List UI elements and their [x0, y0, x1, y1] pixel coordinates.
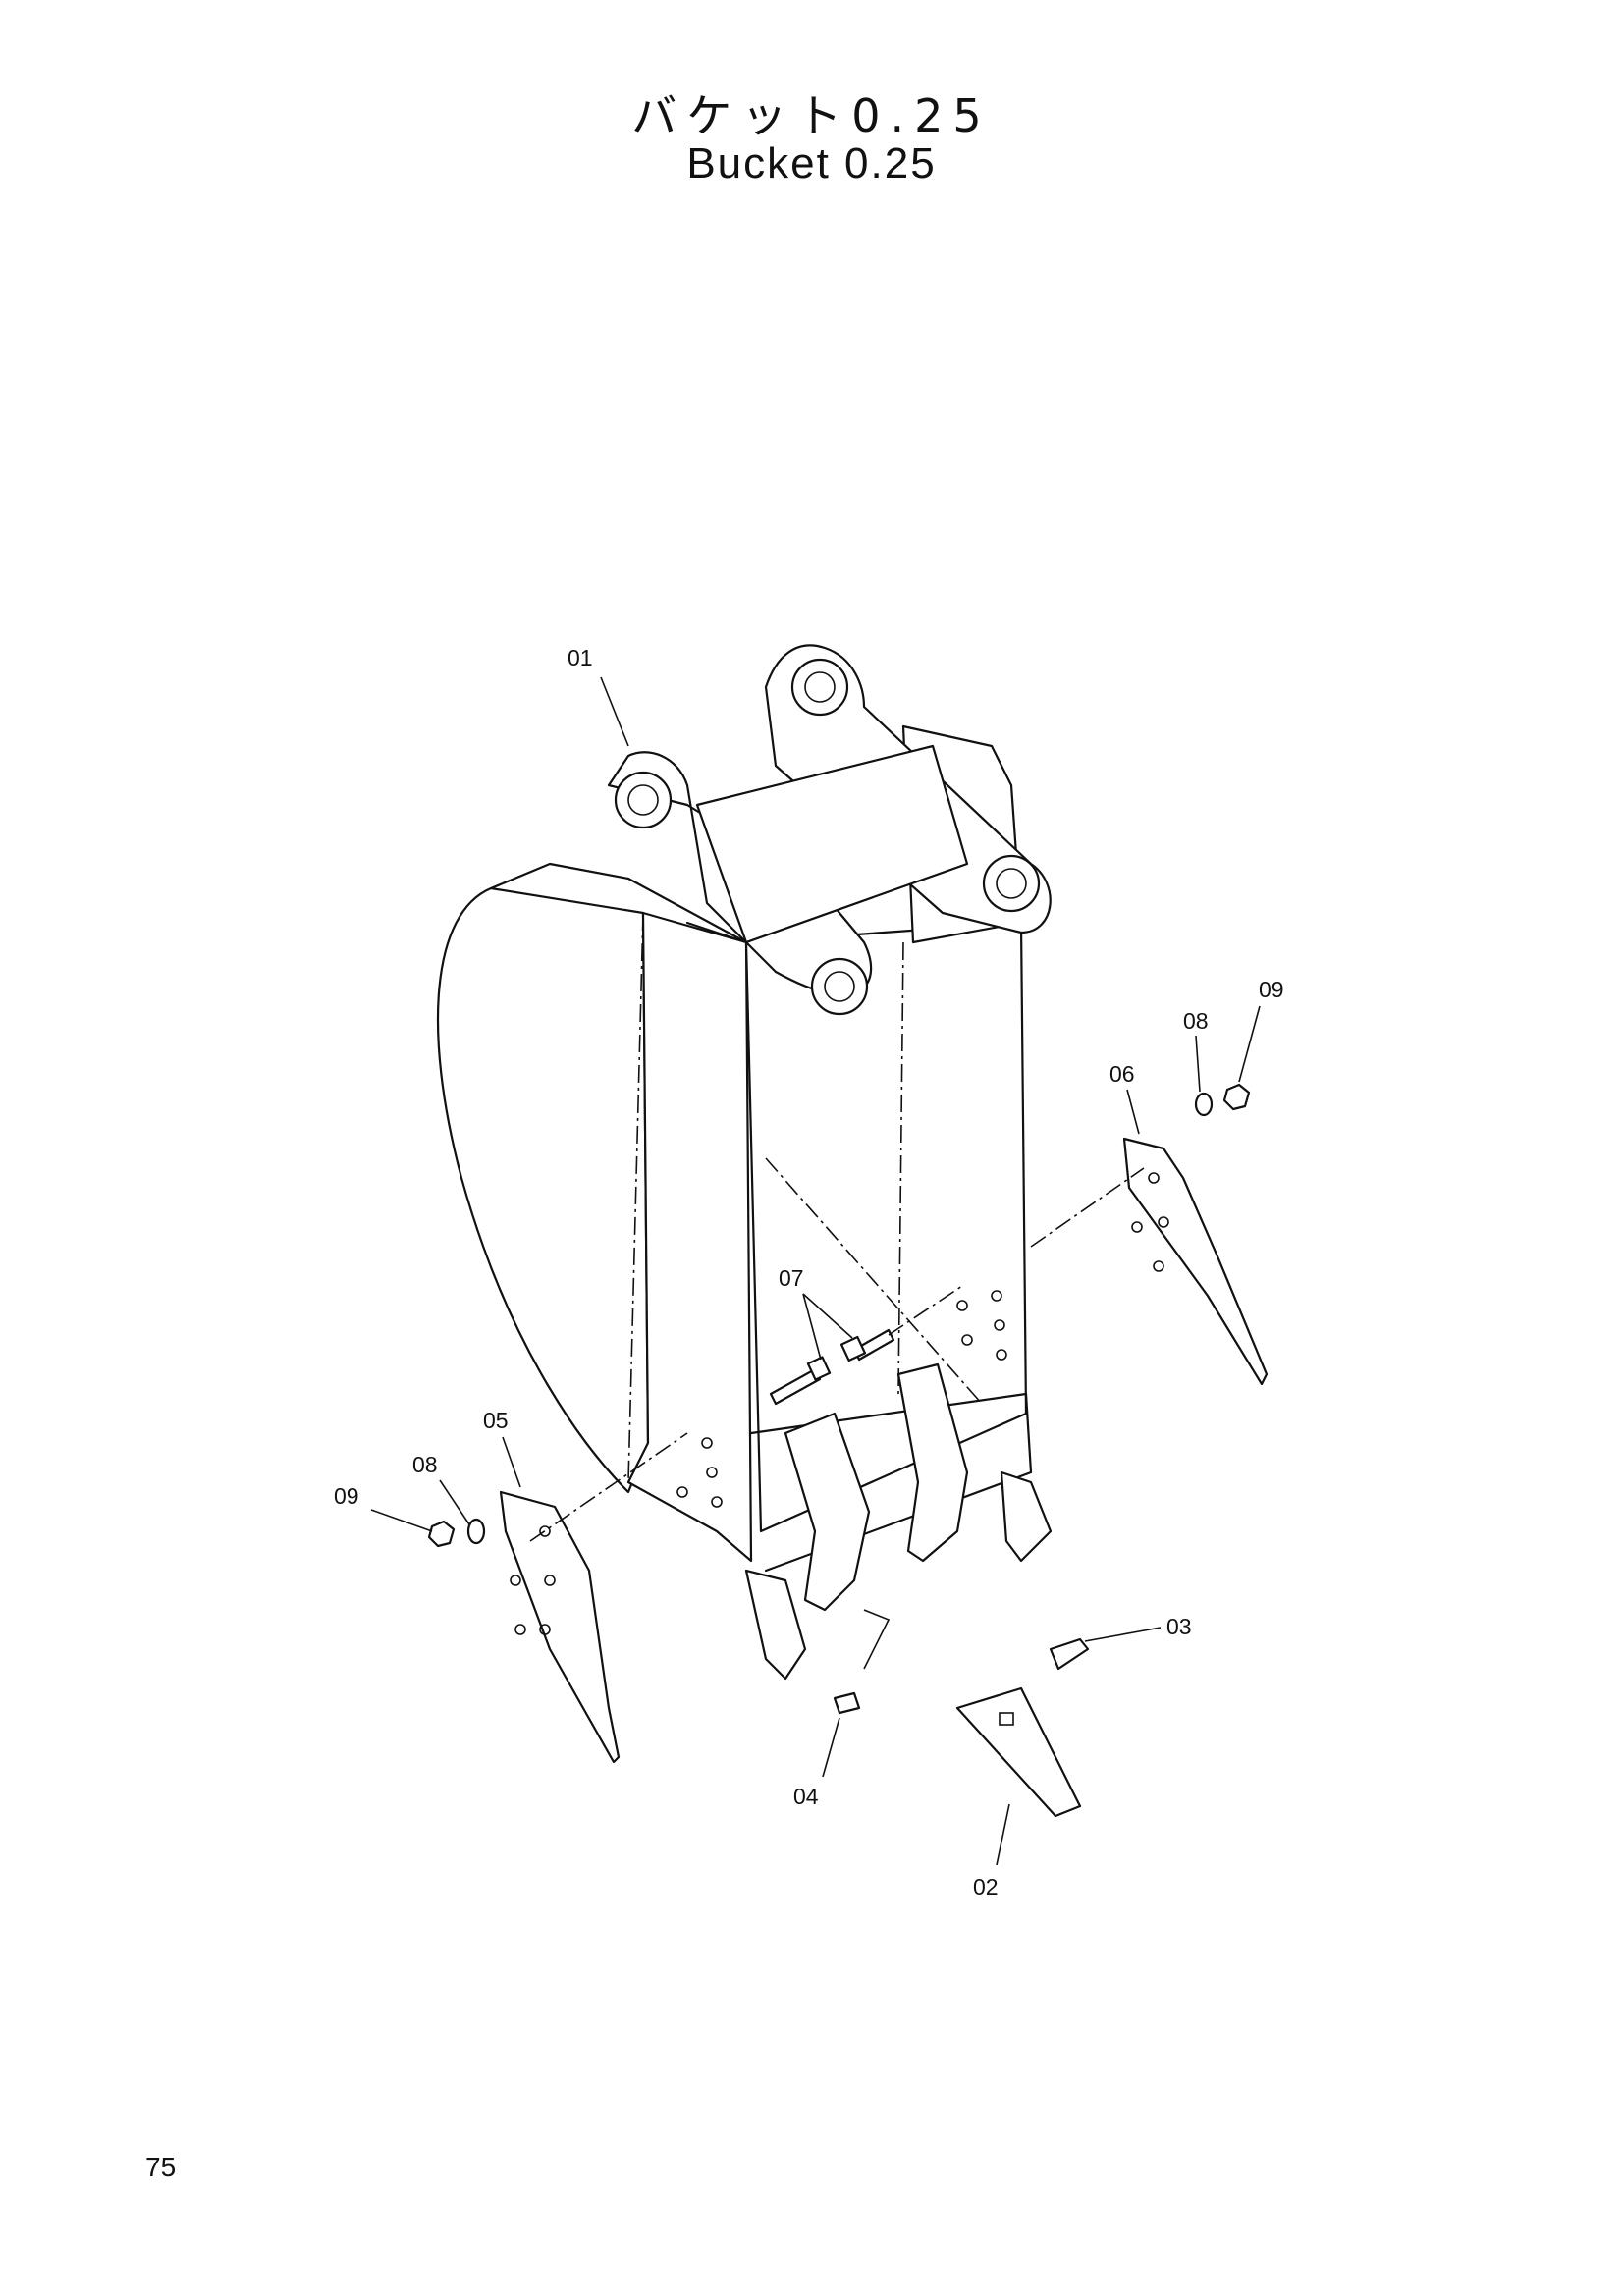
leader-lines: [370, 676, 1261, 1866]
page-number: 75: [145, 2152, 177, 2182]
callout-01: 01: [568, 645, 593, 670]
pin-part-04: [833, 1691, 861, 1715]
callout-02: 02: [973, 1874, 999, 1899]
callout-08-right: 08: [1183, 1008, 1209, 1034]
lock-part-03: [1049, 1637, 1090, 1671]
side-cutter-part-06: [1030, 1137, 1269, 1386]
bucket-body: [436, 644, 1052, 1573]
nut-part-09-right: [1222, 1083, 1251, 1111]
callout-06: 06: [1109, 1061, 1135, 1087]
washer-part-08-left: [466, 1518, 486, 1545]
page-title-japanese: バケット0.25: [631, 89, 992, 142]
callout-04: 04: [793, 1784, 819, 1809]
callout-09-left: 09: [334, 1483, 359, 1509]
callout-05: 05: [483, 1408, 509, 1433]
washer-part-08-right: [1194, 1092, 1214, 1117]
callout-07: 07: [779, 1265, 804, 1291]
callout-labels: 01 02 03 04 05 06 07 08 08 09 09: [334, 645, 1284, 1899]
bolts-part-07: [769, 1285, 963, 1406]
nut-part-09-left: [427, 1520, 456, 1548]
callout-08-left: 08: [412, 1452, 438, 1477]
tooth-part-02: [955, 1686, 1082, 1818]
tooth-adapters: [744, 1362, 1053, 1681]
page-title-english: Bucket 0.25: [686, 139, 937, 187]
callout-03: 03: [1166, 1614, 1192, 1639]
callout-09-right: 09: [1259, 977, 1284, 1002]
side-cutter-part-05: [499, 1432, 688, 1764]
